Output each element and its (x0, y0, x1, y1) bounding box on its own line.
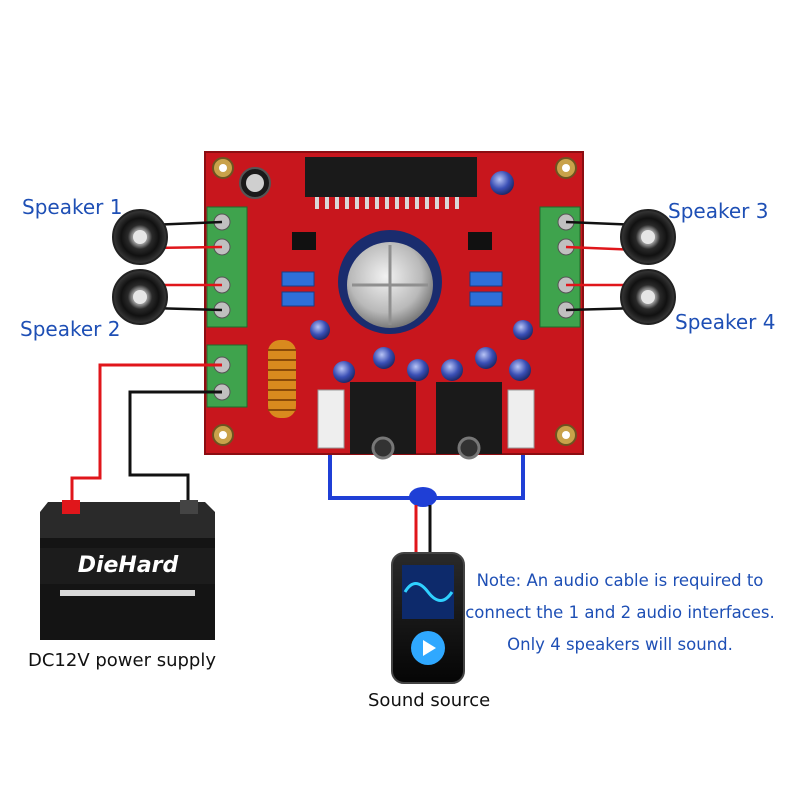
power-wires (70, 363, 222, 510)
speaker-1-icon (112, 209, 168, 265)
small-capacitors (310, 320, 533, 383)
terminal-left-speakers (206, 206, 248, 328)
note-text: Note: An audio cable is required to conn… (455, 565, 785, 661)
speaker-4-icon (620, 269, 676, 325)
note-line-1: Note: An audio cable is required to (476, 571, 764, 590)
sound-source-label: Sound source (368, 690, 491, 711)
inductor-coil (268, 340, 296, 418)
battery-icon: DieHard (40, 500, 215, 640)
speaker-4-label: Speaker 4 (675, 310, 776, 334)
battery-brand: DieHard (78, 553, 179, 578)
main-capacitor (338, 230, 442, 334)
speaker-3-icon (620, 209, 676, 265)
speaker-3-label: Speaker 3 (668, 199, 769, 223)
speaker-1-label: Speaker 1 (22, 195, 123, 219)
audio-cable (328, 455, 525, 555)
ic-pins (315, 197, 459, 209)
terminal-power (206, 344, 248, 408)
sound-source-player-icon (391, 552, 465, 684)
speaker-2-label: Speaker 2 (20, 317, 121, 341)
note-line-3: Only 4 speakers will sound. (507, 635, 733, 654)
terminal-right-speakers (539, 206, 581, 328)
amplifier-board (204, 151, 584, 460)
power-supply-label: DC12V power supply (28, 650, 217, 671)
note-line-2: connect the 1 and 2 audio interfaces. (465, 603, 775, 622)
speaker-2-icon (112, 269, 168, 325)
